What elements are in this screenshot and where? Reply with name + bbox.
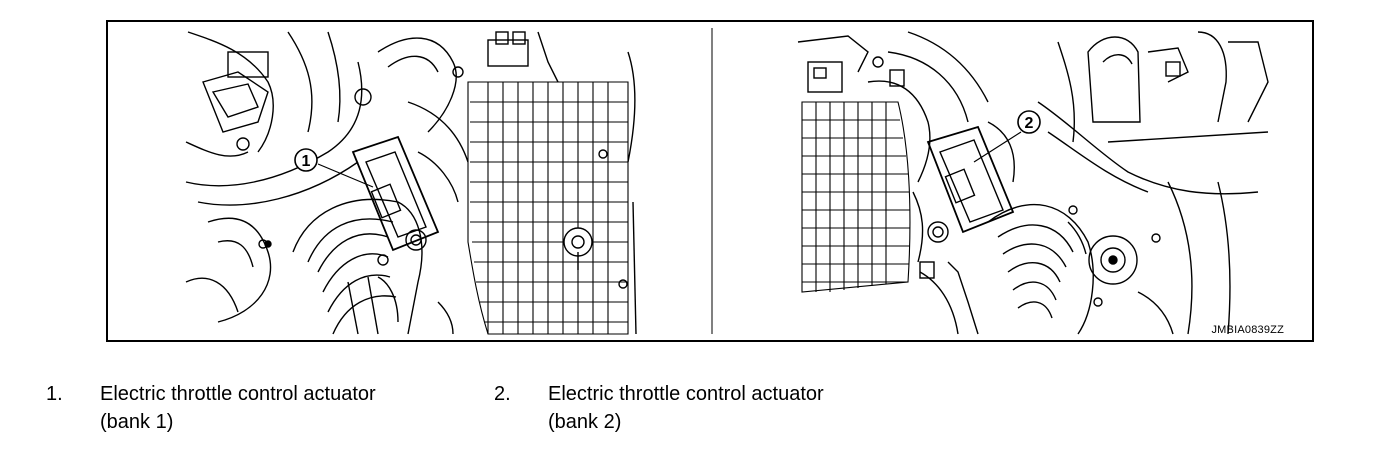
legend-item-2-number: 2. — [494, 383, 511, 405]
legend-item-1-number: 1. — [46, 383, 63, 405]
legend-item-2-text: Electric throttle control actuator (bank… — [548, 380, 824, 436]
legend-item-1-line1: Electric throttle control actuator — [100, 383, 376, 405]
legend-item-2-line1: Electric throttle control actuator — [548, 383, 824, 405]
right-panel-engine-bay — [797, 31, 1269, 335]
callout-1-marker: 1 — [294, 148, 318, 172]
engine-diagram: 1 — [185, 28, 1269, 335]
callout-1-label: 1 — [302, 153, 311, 170]
legend-item-2-line2: (bank 2) — [548, 411, 622, 433]
callout-2-marker: 2 — [1017, 110, 1041, 134]
callout-2-label: 2 — [1025, 115, 1034, 132]
legend-item-1-line2: (bank 1) — [100, 411, 174, 433]
figure-code: JMBIA0839ZZ — [1211, 324, 1284, 336]
figure-frame: 1 — [106, 20, 1314, 342]
left-panel-engine-bay — [185, 31, 637, 335]
legend-item-1-text: Electric throttle control actuator (bank… — [100, 380, 376, 436]
